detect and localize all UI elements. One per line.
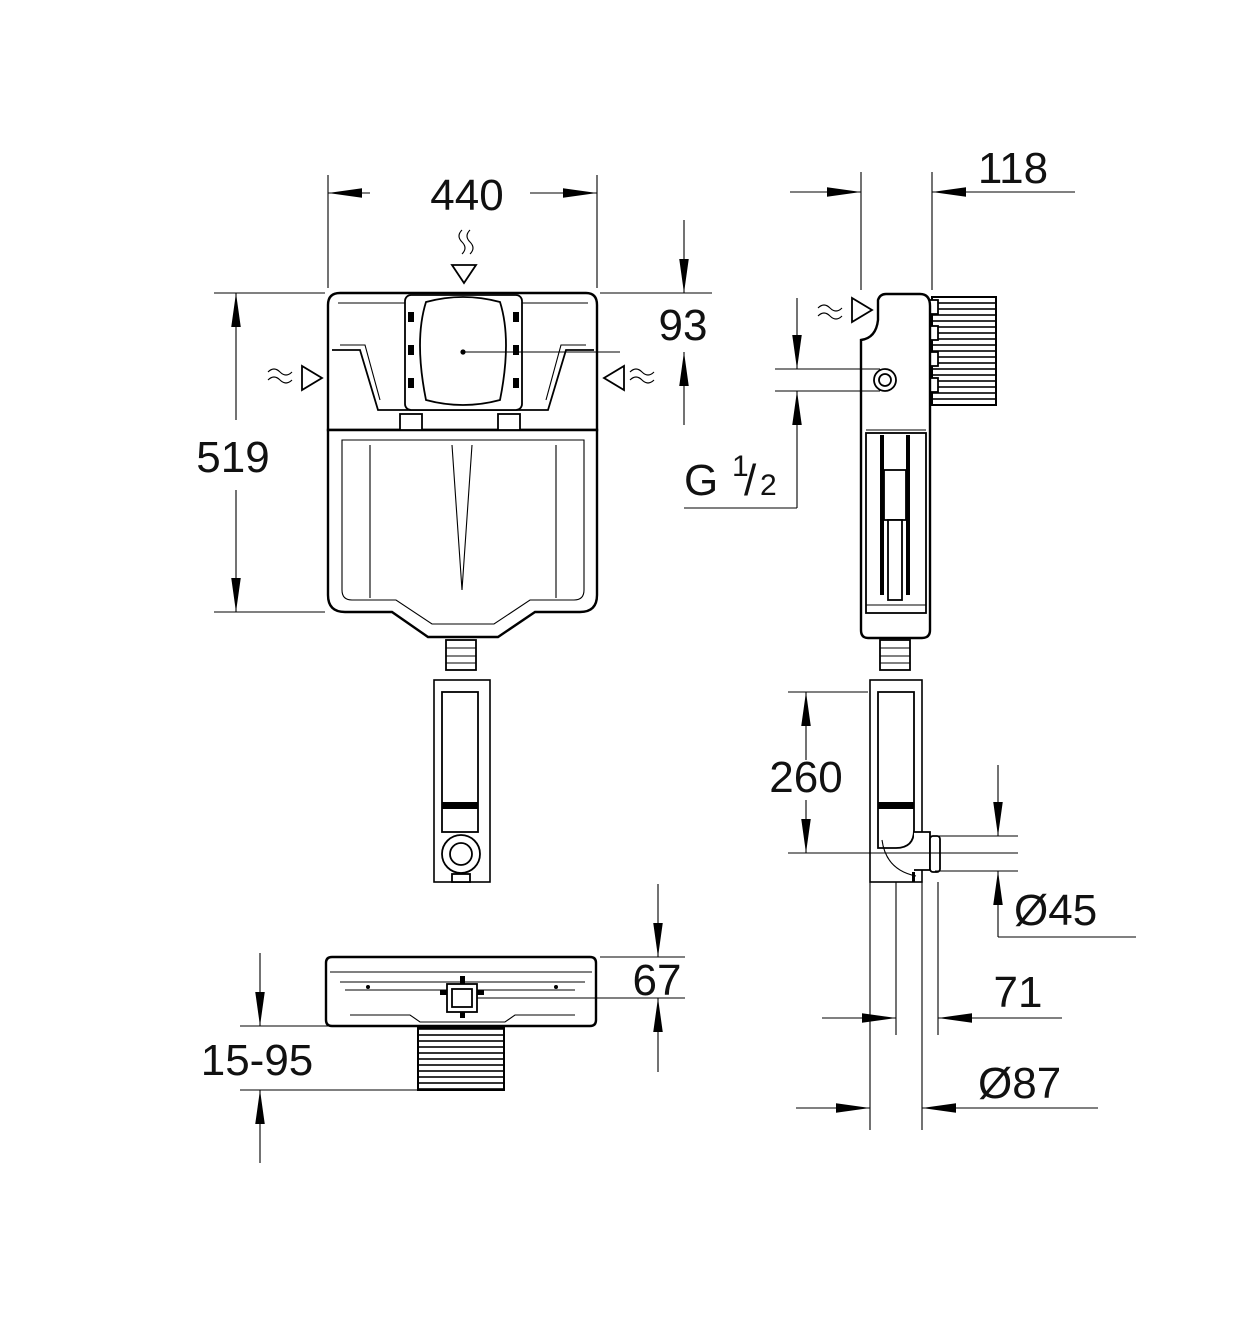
- label-thread-g: G: [684, 456, 718, 505]
- water-inlet-side-icon: [817, 296, 874, 324]
- label-pipe-87: Ø87: [978, 1059, 1061, 1108]
- dim-adjust-15-95: 15-95: [201, 953, 418, 1163]
- label-thread-slash: /: [744, 456, 757, 505]
- water-inlet-top-icon: [450, 229, 478, 285]
- front-view: [326, 291, 620, 883]
- top-view: [324, 955, 598, 1091]
- dim-top-67: 67: [598, 884, 685, 1072]
- water-inlet-left-icon: [267, 364, 324, 392]
- side-view: [859, 292, 997, 883]
- label-length-260: 260: [769, 753, 842, 802]
- label-adjust-15-95: 15-95: [201, 1036, 314, 1085]
- label-height-519: 519: [196, 433, 269, 482]
- label-spacing-71: 71: [994, 968, 1043, 1017]
- label-width-440: 440: [430, 171, 503, 220]
- label-top-93: 93: [659, 301, 708, 350]
- dim-height-519: 519: [196, 292, 325, 613]
- dim-pipe-71-87: 71 Ø87: [796, 882, 1098, 1130]
- label-thread-num: 1: [732, 450, 749, 483]
- dim-top-93: 93: [600, 220, 712, 425]
- water-inlet-right-icon: [602, 364, 655, 392]
- dim-thread-g12: G 1 / 2: [684, 298, 880, 509]
- dim-width-440: 440: [327, 171, 598, 288]
- label-top-67: 67: [633, 956, 682, 1005]
- dim-depth-118: 118: [790, 144, 1075, 290]
- label-thread-den: 2: [760, 469, 777, 502]
- label-outlet-45: Ø45: [1014, 886, 1097, 935]
- dim-outlet-45: Ø45: [935, 765, 1136, 938]
- label-depth-118: 118: [978, 144, 1048, 193]
- dim-length-260: 260: [769, 691, 1018, 854]
